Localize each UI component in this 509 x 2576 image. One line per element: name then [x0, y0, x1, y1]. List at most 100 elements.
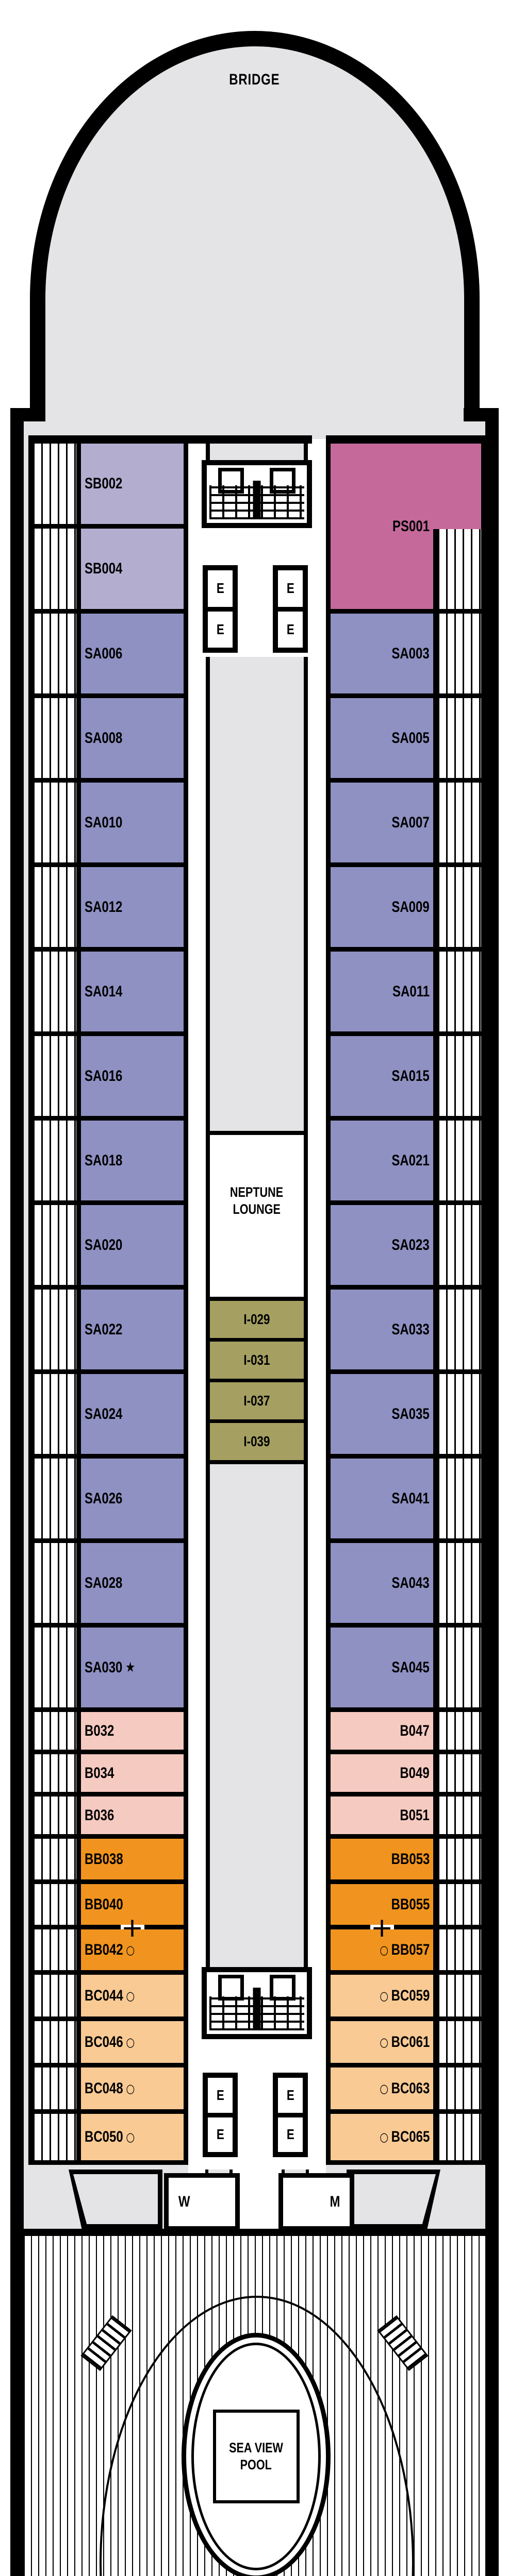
cabin-number: SA035: [391, 1405, 430, 1422]
cabin-SA022: SA022: [33, 1290, 184, 1374]
balcony-SA007: [433, 783, 481, 862]
mens-restroom-label: M: [330, 2193, 340, 2210]
cabin-area-SA009: SA009: [331, 867, 433, 947]
cabin-BB040: BB040+: [33, 1884, 184, 1941]
cabin-label: SA016: [85, 1067, 122, 1085]
womens-restroom-label: W: [178, 2193, 190, 2210]
cabin-label: SA022: [85, 1321, 122, 1338]
cabin-area-B049: B049: [331, 1754, 433, 1792]
triple-circle-icon: ○: [126, 1988, 135, 2003]
cabin-SA021: SA021: [331, 1121, 481, 1205]
cabin-area-BC063: ○BC063: [331, 2067, 433, 2109]
balcony-BB040: [33, 1884, 81, 1925]
cabin-SA026: SA026: [33, 1459, 184, 1543]
balcony-BB042: [33, 1929, 81, 1970]
balcony-SA015: [433, 1036, 481, 1116]
cabin-SB002: SB002: [33, 444, 184, 529]
cabin-SA041: SA041: [331, 1459, 481, 1543]
balcony-SA014: [33, 952, 81, 1031]
balcony-SA033: [433, 1290, 481, 1369]
cabin-number: PS001: [392, 517, 430, 535]
elevator-bank-aft-port: E E: [203, 2073, 238, 2157]
cabin-number: SA015: [391, 1067, 430, 1084]
cabin-label: ○BB057: [380, 1941, 430, 1959]
cabin-number: SA003: [391, 645, 430, 662]
cabin-label: BB055: [391, 1896, 430, 1913]
connecting-rooms-plus-icon: +: [370, 1912, 393, 1943]
cabin-area-SA028: SA028: [81, 1543, 184, 1623]
cabin-area-SA007: SA007: [331, 783, 433, 862]
cabin-number: BC044: [85, 1987, 123, 2004]
balcony-B047: [433, 1712, 481, 1750]
interior-cabin-I-029: I-029: [210, 1301, 304, 1342]
cabin-area-BC050: BC050○: [81, 2114, 184, 2160]
cabin-number: SA012: [85, 898, 123, 916]
cabin-number: BC059: [391, 1987, 430, 2004]
balcony-SA030: [33, 1628, 81, 1707]
cabin-number: SA011: [392, 982, 430, 1000]
balcony-BC063: [433, 2067, 481, 2109]
cabin-number: B051: [400, 1806, 430, 1824]
cabin-label: SA021: [392, 1152, 430, 1170]
balcony-SA035: [433, 1374, 481, 1454]
cabin-label: BC050○: [85, 2128, 135, 2146]
cabin-label: ○BC063: [380, 2080, 430, 2097]
cabin-number: BB042: [85, 1941, 123, 1958]
cabin-area-BC061: ○BC061: [331, 2021, 433, 2063]
cabin-SA028: SA028: [33, 1543, 184, 1628]
elevator-label: E: [216, 580, 224, 597]
interior-cabin-I-031: I-031: [210, 1342, 304, 1382]
cabin-number: SA026: [85, 1489, 123, 1507]
cabin-area-SA023: SA023: [331, 1205, 433, 1285]
aft-gray-wedge-right-fill: [351, 2174, 436, 2224]
cabin-number: B036: [85, 1806, 114, 1824]
cabin-BB055: BB055+: [331, 1884, 481, 1941]
balcony-BC061: [433, 2021, 481, 2063]
cabin-number: BB038: [85, 1850, 123, 1868]
balcony-SA012: [33, 867, 81, 947]
cabin-label: B036: [85, 1807, 114, 1824]
pool-label-line1: SEA VIEW: [229, 2440, 283, 2455]
cabin-B032: B032: [33, 1712, 184, 1754]
elevator-bank-forward-port: E E: [203, 565, 238, 653]
cabin-number: SA016: [85, 1067, 123, 1084]
cabin-area-SA035: SA035: [331, 1374, 433, 1454]
elevator-label: E: [286, 2126, 294, 2143]
cabin-label: B049: [400, 1765, 430, 1782]
elevator-label: E: [286, 2087, 294, 2103]
cabin-number: B049: [400, 1764, 430, 1782]
cabin-label: SA035: [392, 1405, 430, 1423]
balcony-BC059: [433, 1975, 481, 2016]
cabin-number: SB002: [85, 475, 123, 492]
cabin-number: BB057: [391, 1941, 430, 1958]
cabin-label: SA026: [85, 1490, 122, 1507]
cabin-area-BB053: BB053: [331, 1839, 433, 1879]
cabin-SA006: SA006: [33, 614, 184, 698]
cabin-SA023: SA023: [331, 1205, 481, 1290]
cabin-area-SA008: SA008: [81, 698, 184, 778]
womens-restroom: W: [164, 2173, 240, 2231]
cabin-area-SA016: SA016: [81, 1036, 184, 1116]
balcony-BC048: [33, 2067, 81, 2109]
cabin-label: ○BC059: [380, 1987, 430, 2005]
cabin-SA033: SA033: [331, 1290, 481, 1374]
cabin-number: B034: [85, 1764, 114, 1782]
balcony-SA005: [433, 698, 481, 778]
cabin-label: SA030★: [85, 1659, 135, 1676]
elevator-cell: E: [208, 2117, 233, 2153]
forward-stairwell: [202, 460, 312, 528]
cabin-label: BC046○: [85, 2033, 135, 2051]
cabin-number: BC063: [391, 2079, 430, 2097]
hull-step-left: [10, 408, 45, 421]
balcony-SA020: [33, 1205, 81, 1285]
cabin-number: SA033: [391, 1320, 430, 1338]
stair-divider: [253, 1988, 261, 2030]
balcony-BB055: [433, 1884, 481, 1925]
cabin-label: SA010: [85, 814, 122, 832]
elevator-cell: E: [278, 2117, 303, 2153]
balcony-BB053: [433, 1839, 481, 1879]
cabin-label: SA018: [85, 1152, 122, 1170]
elevator-label: E: [216, 621, 224, 637]
hull-step-right: [464, 408, 499, 421]
